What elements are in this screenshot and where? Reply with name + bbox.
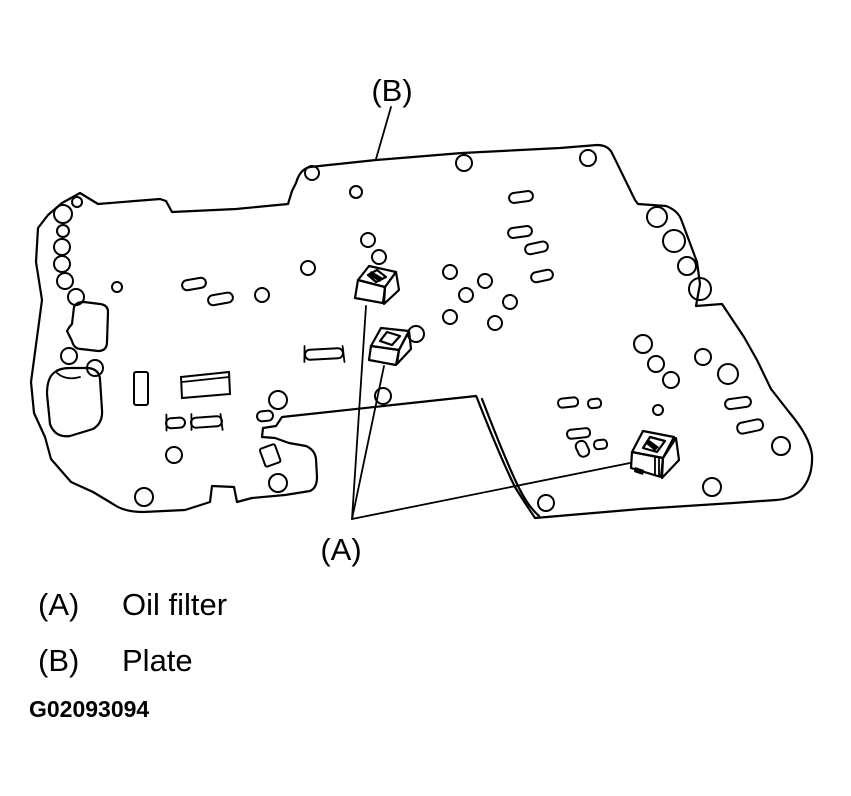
hole xyxy=(53,238,71,256)
separator-sheet-edge xyxy=(480,397,541,518)
hole xyxy=(53,204,73,224)
hole xyxy=(455,154,473,172)
oil-filter-1 xyxy=(353,264,401,306)
slot xyxy=(724,395,752,411)
plate-holes xyxy=(53,149,791,512)
slot-with-ends xyxy=(190,413,224,431)
slot xyxy=(574,439,591,458)
hole xyxy=(71,196,83,208)
rect-port xyxy=(258,443,282,468)
hole xyxy=(60,347,78,365)
hole xyxy=(702,477,722,497)
hole xyxy=(477,273,493,289)
cutout-upper-left xyxy=(65,300,110,353)
rect-port xyxy=(133,371,149,406)
slot-with-ends xyxy=(303,345,346,363)
oil-filter-3 xyxy=(629,429,681,480)
callout-a: (A) xyxy=(320,532,361,567)
hole xyxy=(662,229,686,253)
legend: (A) Oil filter (B) Plate xyxy=(38,587,227,678)
hole xyxy=(579,149,597,167)
hole xyxy=(300,260,316,276)
slot xyxy=(508,190,534,204)
hole xyxy=(487,315,503,331)
hole xyxy=(502,294,518,310)
hole xyxy=(268,390,288,410)
slot xyxy=(507,225,533,239)
slot xyxy=(566,427,592,440)
hole xyxy=(694,348,712,366)
hole xyxy=(134,487,154,507)
slot xyxy=(256,409,274,423)
hole xyxy=(56,272,74,290)
leader-line-b xyxy=(375,106,392,160)
hole xyxy=(360,232,376,248)
slot xyxy=(557,396,580,409)
callout-b: (B) xyxy=(371,73,412,108)
hole xyxy=(304,165,320,181)
slot xyxy=(181,276,207,292)
slot xyxy=(524,240,549,256)
hole xyxy=(646,206,668,228)
cutout-lower-left xyxy=(45,366,104,438)
slot xyxy=(736,418,765,435)
hole xyxy=(688,277,712,301)
legend-label-b: Plate xyxy=(122,643,193,678)
hole xyxy=(111,281,123,293)
slot xyxy=(593,438,609,451)
leader-line-a-2 xyxy=(351,365,385,520)
rect-port-wide xyxy=(179,370,232,400)
legend-label-a: Oil filter xyxy=(122,587,227,622)
cutout-lower-left-detail xyxy=(56,372,81,380)
hole xyxy=(647,355,665,373)
hole xyxy=(458,287,474,303)
hole xyxy=(442,309,458,325)
legend-key-a: (A) xyxy=(38,587,79,622)
hole xyxy=(53,255,71,273)
hole xyxy=(254,287,270,303)
figure-id: G02093094 xyxy=(29,696,149,722)
leader-line-a-3 xyxy=(351,462,631,520)
leader-lines xyxy=(351,106,631,520)
slot-with-ends xyxy=(165,413,186,432)
plate-outline-path xyxy=(29,143,814,520)
hole xyxy=(771,436,791,456)
hole xyxy=(374,387,392,405)
hole xyxy=(442,264,458,280)
legend-key-b: (B) xyxy=(38,643,79,678)
leader-line-a-1 xyxy=(351,305,367,520)
plate-slots xyxy=(133,190,765,468)
hole xyxy=(67,288,85,306)
slot xyxy=(587,397,603,410)
hole xyxy=(86,359,104,377)
hole xyxy=(56,224,70,238)
slot xyxy=(530,268,554,284)
hole xyxy=(652,404,664,416)
plate-cutouts xyxy=(45,300,110,438)
hole xyxy=(717,363,739,385)
plate-outline xyxy=(29,143,814,520)
hole xyxy=(677,256,697,276)
oil-filter-2 xyxy=(367,326,413,367)
hole xyxy=(537,494,555,512)
slot xyxy=(207,291,234,307)
hole xyxy=(371,249,387,265)
hole xyxy=(662,371,680,389)
hole xyxy=(349,185,363,199)
hole xyxy=(633,334,653,354)
hole xyxy=(165,446,183,464)
hole xyxy=(268,473,288,493)
